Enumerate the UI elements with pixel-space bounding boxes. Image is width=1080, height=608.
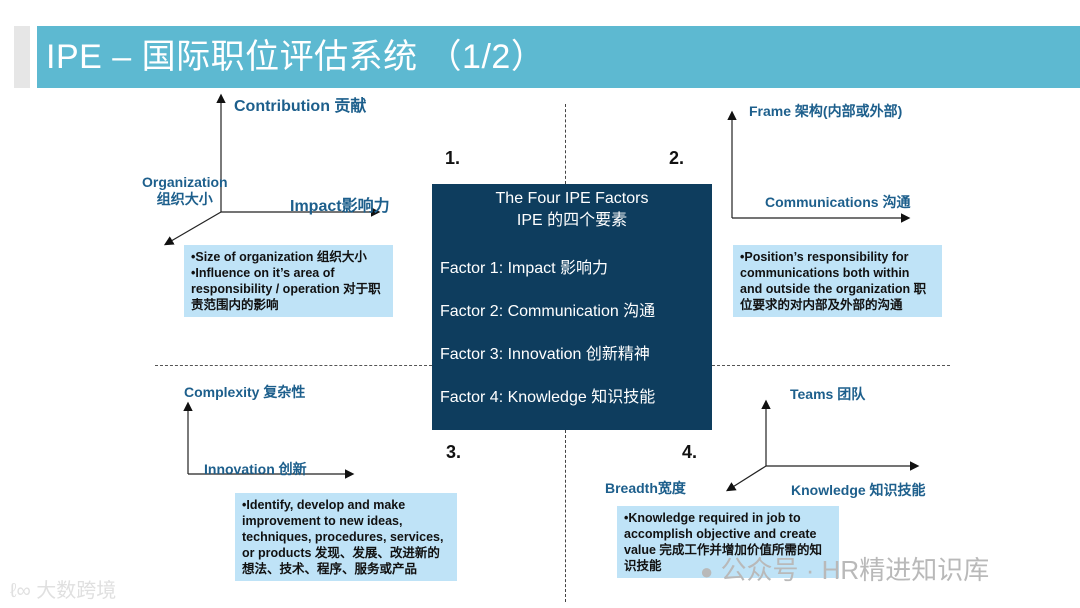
q4-axis-x-label: Knowledge 知识技能: [791, 482, 926, 498]
q1-axis-x-label: Impact影响力: [290, 198, 390, 215]
factors-heading-cn: IPE 的四个要素: [516, 212, 628, 229]
factor-item-2: Factor 2: Communication 沟通: [440, 303, 656, 320]
q4-note-box: •Knowledge required in job to accomplish…: [617, 506, 839, 578]
title-bar: [37, 26, 1080, 88]
factor-item-1: Factor 1: Impact 影响力: [440, 260, 609, 277]
q1-note-box: •Size of organization 组织大小 •Influence on…: [184, 245, 393, 317]
q3-note-box: •Identify, develop and make improvement …: [235, 493, 457, 581]
q3-axis-y-label: Complexity 复杂性: [184, 384, 306, 400]
page-title: IPE – 国际职位评估系统 （1/2）: [46, 38, 546, 76]
quadrant-number-2: 2.: [669, 148, 685, 168]
title-accent-bar: [14, 26, 30, 88]
q1-note-line: •Influence on it’s area of responsibilit…: [191, 266, 381, 312]
factors-heading-en: The Four IPE Factors: [495, 190, 649, 207]
divider-vertical-top: [565, 104, 566, 184]
q4-note-line: •Knowledge required in job to accomplish…: [624, 511, 822, 573]
q1-axis-z-label: Organization 组织大小: [142, 174, 228, 208]
q3-note-line: •Identify, develop and make improvement …: [242, 498, 444, 576]
q4-axis-z-label: Breadth宽度: [605, 480, 686, 496]
q2-axis-x-label: Communications 沟通: [765, 194, 911, 210]
quadrant-number-3: 3.: [446, 442, 462, 462]
q2-axis-y-label: Frame 架构(内部或外部): [749, 103, 903, 119]
four-factors-box: The Four IPE Factors IPE 的四个要素 Factor 1:…: [432, 184, 712, 430]
divider-horizontal-right: [712, 365, 950, 366]
watermark-text-right: 公众号 · HR精进知识库: [720, 555, 990, 585]
q1-note-line: •Size of organization 组织大小: [191, 250, 367, 264]
factor-item-4: Factor 4: Knowledge 知识技能: [440, 389, 656, 406]
watermark-text-left: 大数跨境: [36, 580, 117, 602]
divider-vertical-bottom: [565, 430, 566, 602]
divider-horizontal-left: [155, 365, 432, 366]
q1-axis-z-en: Organization: [142, 174, 228, 190]
quadrant-number-4: 4.: [682, 442, 698, 462]
logo-icon: ℓ∞: [10, 580, 31, 602]
q1-axis-z-cn: 组织大小: [156, 191, 213, 207]
factor-item-3: Factor 3: Innovation 创新精神: [440, 346, 650, 363]
q2-note-box: •Position’s responsibility for communica…: [733, 245, 942, 317]
watermark-logo-bottom-left: ℓ∞ 大数跨境: [10, 574, 116, 603]
q2-note-line: •Position’s responsibility for communica…: [740, 250, 927, 312]
q3-axis-x-label: Innovation 创新: [204, 461, 307, 477]
quadrant-number-1: 1.: [445, 148, 461, 168]
q1-axis-y-label: Contribution 贡献: [234, 98, 367, 115]
wechat-icon: ●: [700, 559, 714, 584]
watermark-bottom-right: ● 公众号 · HR精进知识库: [700, 550, 989, 587]
q4-axis-y-label: Teams 团队: [790, 386, 866, 402]
